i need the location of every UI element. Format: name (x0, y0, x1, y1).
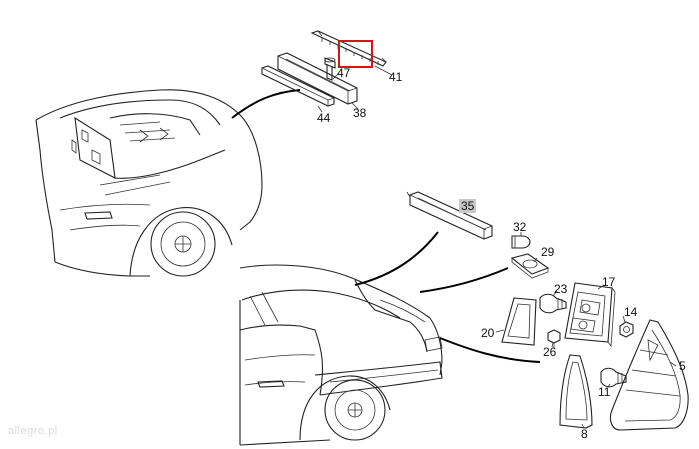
callout-35: 35 (459, 199, 477, 213)
highlight-box-part-41 (338, 40, 373, 68)
arrow-upper (231, 89, 301, 119)
callout-41: 41 (389, 70, 403, 84)
watermark-text: allegro.pl (8, 425, 58, 437)
callout-14: 14 (624, 305, 638, 319)
callout-20: 20 (481, 326, 495, 340)
callout-29: 29 (541, 245, 555, 259)
callout-38: 38 (353, 106, 367, 120)
arrow-tail (439, 337, 541, 363)
callout-11: 11 (598, 385, 611, 399)
lower-car-drawing (239, 264, 443, 446)
callout-5: 5 (679, 359, 686, 373)
callout-23: 23 (554, 282, 568, 296)
callout-47: 47 (337, 66, 351, 80)
lower-parts (406, 191, 689, 431)
callout-8: 8 (581, 427, 588, 441)
upper-car-drawing (35, 89, 263, 277)
callout-44: 44 (317, 111, 331, 125)
callout-17: 17 (602, 275, 616, 289)
upper-brake-light-parts (261, 30, 393, 113)
callout-32: 32 (513, 220, 527, 234)
arrow-29 (419, 267, 509, 293)
arrow-35 (354, 231, 439, 286)
callout-26: 26 (543, 345, 557, 359)
